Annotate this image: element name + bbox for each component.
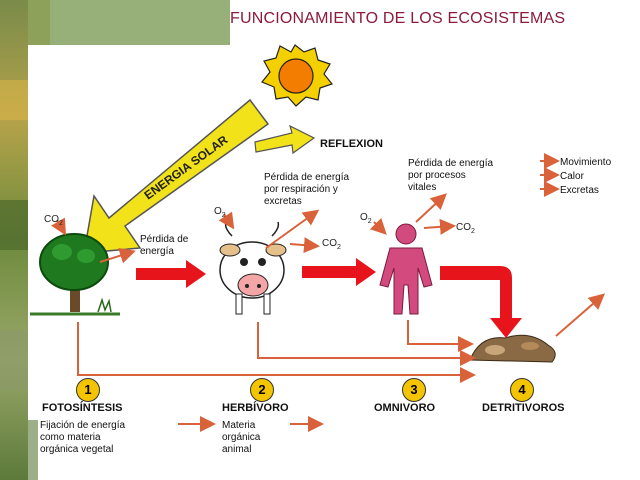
respiration-loss-label: Pérdida de energía por respiración y exc… — [264, 172, 350, 207]
stage-1-badge: 1 — [76, 378, 100, 402]
detritus-icon — [469, 334, 556, 363]
tree-icon — [30, 233, 120, 316]
svg-text:CO2: CO2 — [44, 214, 63, 227]
outputs-list: Movimiento Calor Excretas — [560, 157, 612, 196]
stage-4-badge: 4 — [510, 378, 534, 402]
page-title: FUNCIONAMIENTO DE LOS ECOSISTEMAS — [230, 10, 566, 27]
energy-loss-label: Pérdida de energía — [140, 234, 189, 257]
stage-3-badge: 3 — [402, 378, 426, 402]
detritus-flow-lines — [77, 320, 476, 383]
svg-text:O2: O2 — [214, 206, 226, 219]
energy-flow-arrows — [136, 258, 522, 338]
stage-1-name: FOTOSÍNTESIS — [42, 402, 123, 414]
svg-text:CO2: CO2 — [456, 222, 475, 235]
reflection-label: REFLEXION — [320, 138, 383, 150]
photo-strip — [0, 0, 230, 480]
stage-2-badge: 2 — [250, 378, 274, 402]
fixation-label: Fijación de energía como materia orgánic… — [40, 420, 126, 455]
svg-text:CO2: CO2 — [322, 238, 341, 251]
vital-loss-label: Pérdida de energía por procesos vitales — [408, 158, 494, 193]
stage-4-name: DETRITIVOROS — [482, 402, 565, 414]
svg-text:O2: O2 — [360, 212, 372, 225]
stage-3-name: OMNIVORO — [374, 402, 436, 414]
reflection-arrow — [254, 124, 316, 155]
stage-2-name: HERBÍVORO — [222, 402, 289, 414]
chem-labels: CO2 O2 CO2 O2 CO2 — [44, 206, 475, 251]
cow-icon — [219, 221, 287, 315]
solar-energy-label: ENERGIA SOLAR — [142, 132, 231, 202]
loss-arrows — [51, 153, 606, 432]
human-icon — [379, 223, 433, 315]
animal-matter-label: Materia orgánica animal — [222, 420, 261, 455]
sun-icon — [261, 44, 334, 107]
solar-energy-arrow — [83, 98, 270, 254]
